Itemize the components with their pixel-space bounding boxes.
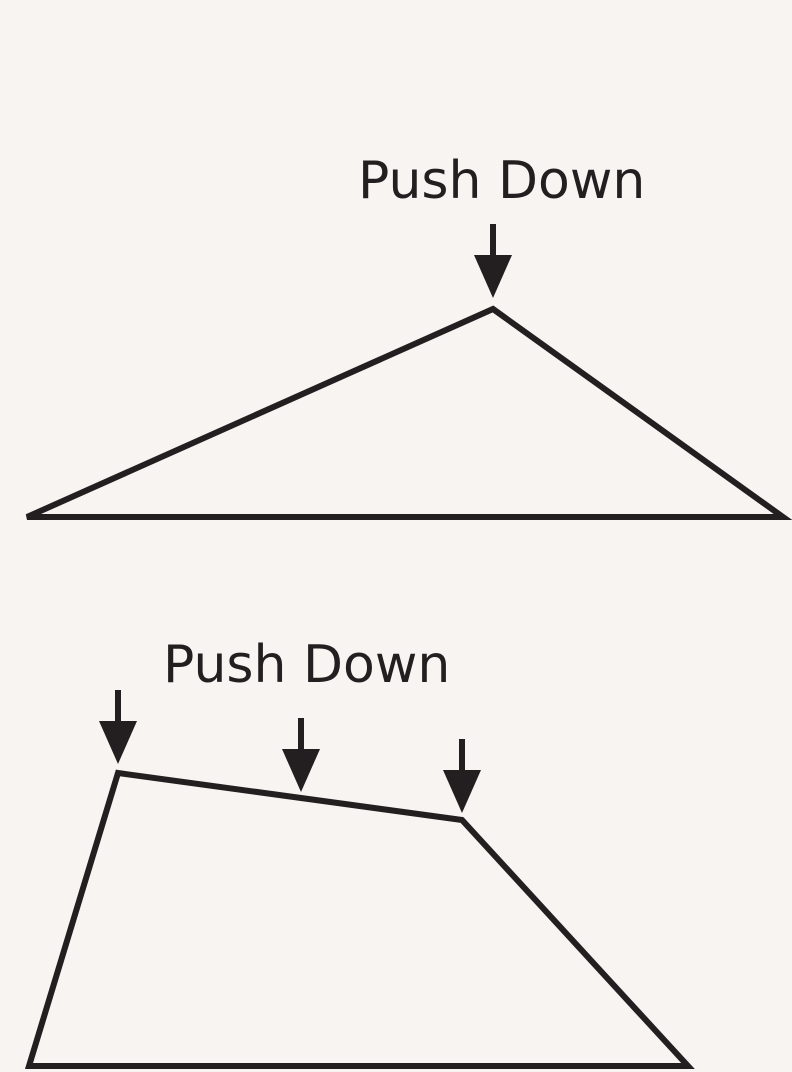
- top-arrow-head: [474, 255, 512, 298]
- bottom-left-down-arrow: [99, 690, 137, 764]
- bottom-push-down-label: Push Down: [163, 635, 450, 695]
- bottom-diagram: Push Down: [24, 635, 695, 1069]
- bottom-middle-down-arrow: [282, 718, 320, 792]
- top-push-down-label: Push Down: [358, 151, 645, 211]
- triangle-shape: [25, 305, 792, 520]
- top-diagram: Push Down: [25, 151, 792, 520]
- bottom-right-arrow-head: [443, 770, 481, 813]
- bottom-left-arrow-head: [99, 721, 137, 764]
- bottom-middle-arrow-head: [282, 749, 320, 792]
- bottom-right-down-arrow: [443, 739, 481, 813]
- top-down-arrow: [474, 224, 512, 298]
- quadrilateral-shape: [24, 769, 695, 1069]
